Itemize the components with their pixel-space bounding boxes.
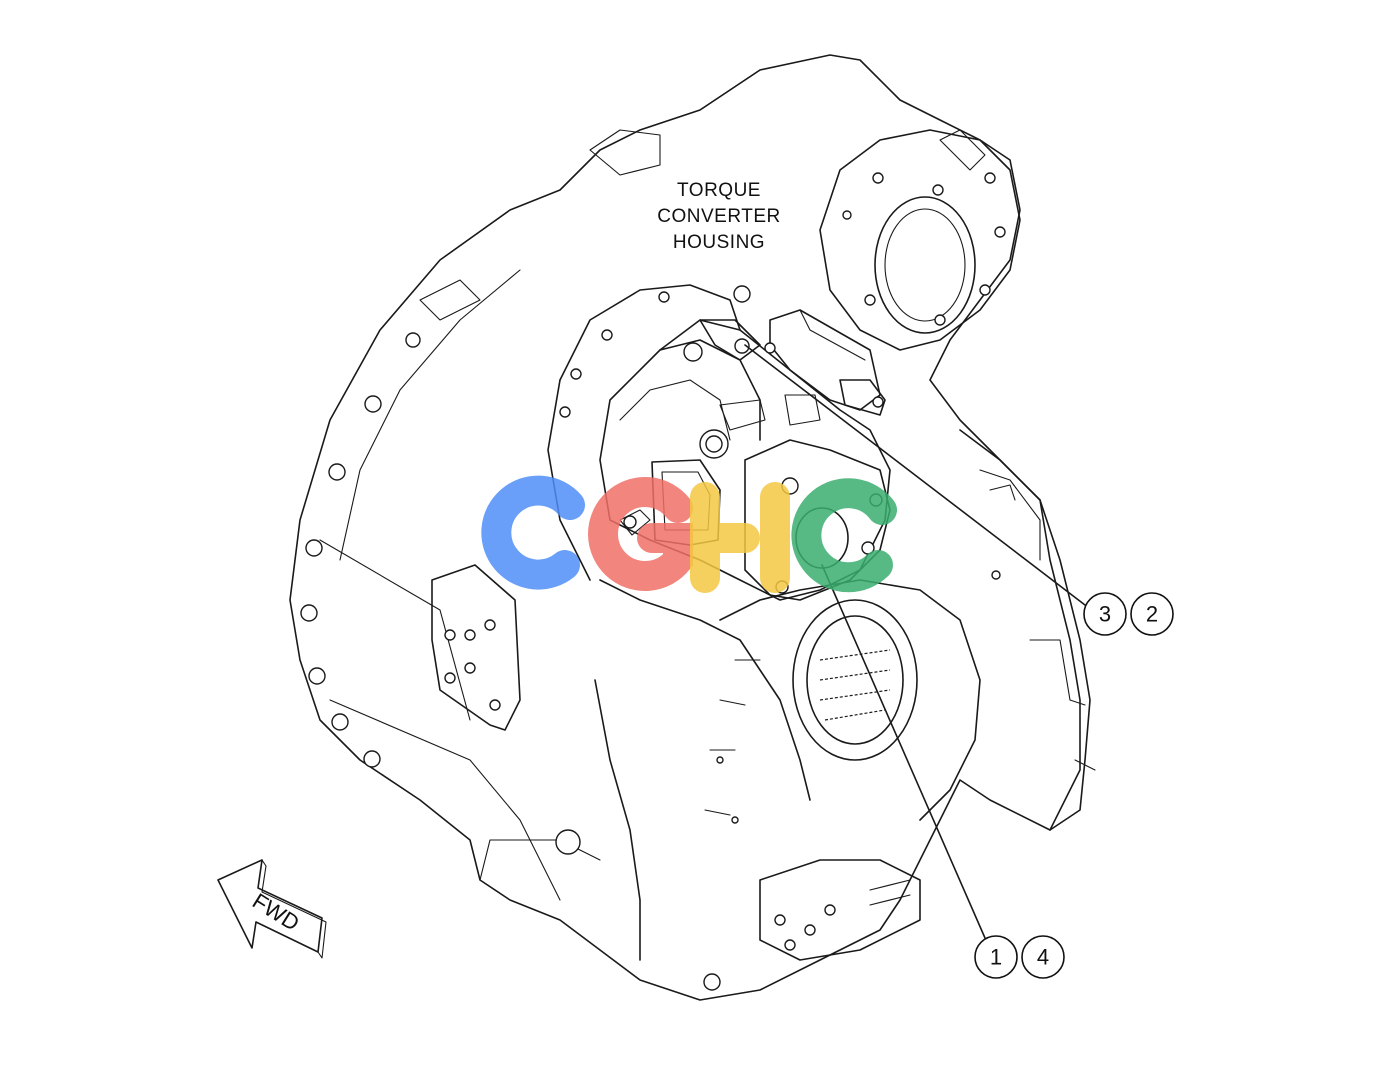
housing-label: TORQUE CONVERTER HOUSING bbox=[657, 180, 780, 253]
housing-label-line1: TORQUE bbox=[677, 180, 761, 201]
housing-label-line3: HOUSING bbox=[673, 232, 765, 253]
housing-bolt-holes bbox=[300, 285, 751, 991]
fwd-label: FWD bbox=[248, 888, 304, 936]
housing-label-line2: CONVERTER bbox=[657, 206, 780, 227]
upper-flange bbox=[819, 129, 1021, 351]
left-bracket bbox=[431, 564, 521, 731]
callout-circle-2 bbox=[1130, 592, 1174, 636]
watermark-logo bbox=[481, 475, 897, 593]
transmission-housing bbox=[289, 54, 1091, 1001]
torque-converter-flange bbox=[547, 284, 741, 581]
callout-number-1: 1 bbox=[990, 945, 1002, 970]
solenoid-valve bbox=[764, 309, 886, 416]
callout-circle-4 bbox=[1021, 935, 1065, 979]
callout-3-2: 3 2 bbox=[1083, 592, 1174, 636]
callout-number-3: 3 bbox=[1099, 602, 1111, 627]
lower-case bbox=[594, 579, 981, 961]
right-case bbox=[959, 429, 1096, 831]
hydraulic-pump bbox=[599, 319, 891, 601]
callout-number-2: 2 bbox=[1146, 602, 1158, 627]
leader-lines bbox=[744, 344, 1086, 939]
callout-1-4: 1 4 bbox=[974, 935, 1065, 979]
callout-circle-1 bbox=[974, 935, 1018, 979]
callout-circle-3 bbox=[1083, 592, 1127, 636]
fwd-arrow: FWD bbox=[217, 859, 327, 959]
callout-number-4: 4 bbox=[1037, 945, 1049, 970]
